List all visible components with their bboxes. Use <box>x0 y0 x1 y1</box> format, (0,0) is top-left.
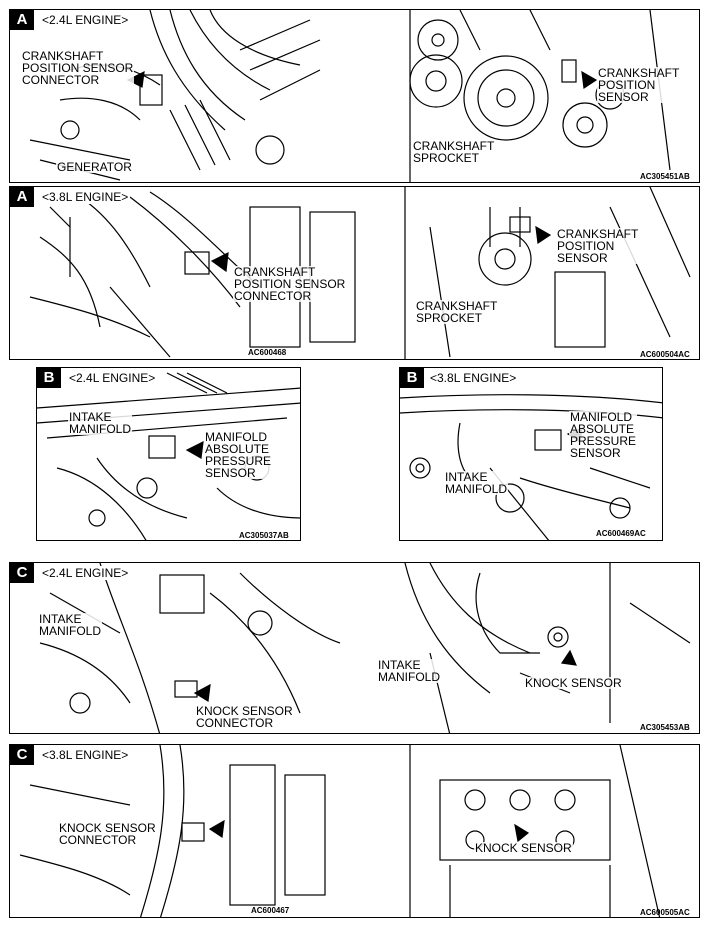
knock-sensor-label: KNOCK SENSOR <box>474 841 573 855</box>
engine-illustration-a1 <box>29 10 671 182</box>
crankshaft-sprocket-label: CRANKSHAFT SPROCKET <box>415 299 499 325</box>
generator-label: GENERATOR <box>56 160 133 174</box>
crankshaft-position-sensor-connector-label: CRANKSHAFT POSITION SENSOR CONNECTOR <box>233 265 347 303</box>
engine-label: <3.8L ENGINE> <box>40 748 131 762</box>
section-letter: C <box>10 745 34 765</box>
figure-code: AC305451AB <box>640 172 690 181</box>
engine-label: <3.8L ENGINE> <box>428 371 519 385</box>
figure-code: AC305453AB <box>640 723 690 732</box>
figure-code-right: AC600504AC <box>640 350 690 359</box>
engine-illustration-c1 <box>39 563 691 733</box>
section-letter: C <box>10 563 34 583</box>
manifold-absolute-pressure-sensor-label: MANIFOLD ABSOLUTE PRESSURE SENSOR <box>569 410 638 460</box>
section-letter: A <box>10 187 34 207</box>
section-letter: B <box>400 368 424 388</box>
figure-code-left: AC600467 <box>251 906 290 915</box>
engine-illustration-a2 <box>29 187 691 359</box>
panel-a-2-4l: A <2.4L ENGINE> CRANKSHAFT POSITION SENS… <box>9 9 700 183</box>
figure-code: AC600469AC <box>596 529 646 538</box>
intake-manifold-label-left: INTAKE MANIFOLD <box>38 612 103 638</box>
figure-code-right: AC600505AC <box>640 908 690 917</box>
engine-label: <2.4L ENGINE> <box>40 566 131 580</box>
crankshaft-position-sensor-label: CRANKSHAFT POSITION SENSOR <box>556 227 640 265</box>
crankshaft-sprocket-label: CRANKSHAFT SPROCKET <box>412 139 496 165</box>
panel-c-3-8l: C <3.8L ENGINE> KNOCK SENSOR CONNECTOR A… <box>9 744 700 918</box>
engine-label: <2.4L ENGINE> <box>67 371 158 385</box>
knock-sensor-label: KNOCK SENSOR <box>524 676 623 690</box>
panel-b-3-8l: B <3.8L ENGINE> MANIFOLD ABSOLUTE PRESSU… <box>399 367 663 541</box>
panel-c-2-4l: C <2.4L ENGINE> INTAKE MANIFOLD KNOCK SE… <box>9 562 700 734</box>
section-letter: A <box>10 10 34 30</box>
crankshaft-position-sensor-connector-label: CRANKSHAFT POSITION SENSOR CONNECTOR <box>21 49 135 87</box>
engine-label: <3.8L ENGINE> <box>40 190 131 204</box>
panel-a-3-8l: A <3.8L ENGINE> CRANKSHAFT POSITION SENS… <box>9 186 700 360</box>
figure-code-left: AC600468 <box>248 348 287 357</box>
panel-b-2-4l: B <2.4L ENGINE> INTAKE MANIFOLD MANIFOLD… <box>36 367 301 541</box>
intake-manifold-label: INTAKE MANIFOLD <box>68 410 133 436</box>
section-letter: B <box>37 368 61 388</box>
manifold-absolute-pressure-sensor-label: MANIFOLD ABSOLUTE PRESSURE SENSOR <box>204 430 273 480</box>
crankshaft-position-sensor-label: CRANKSHAFT POSITION SENSOR <box>597 66 681 104</box>
knock-sensor-connector-label: KNOCK SENSOR CONNECTOR <box>58 821 157 847</box>
engine-label: <2.4L ENGINE> <box>40 13 131 27</box>
figure-code: AC305037AB <box>239 531 289 540</box>
knock-sensor-connector-label: KNOCK SENSOR CONNECTOR <box>195 704 294 730</box>
intake-manifold-label-right: INTAKE MANIFOLD <box>377 658 442 684</box>
intake-manifold-label: INTAKE MANIFOLD <box>444 470 509 496</box>
